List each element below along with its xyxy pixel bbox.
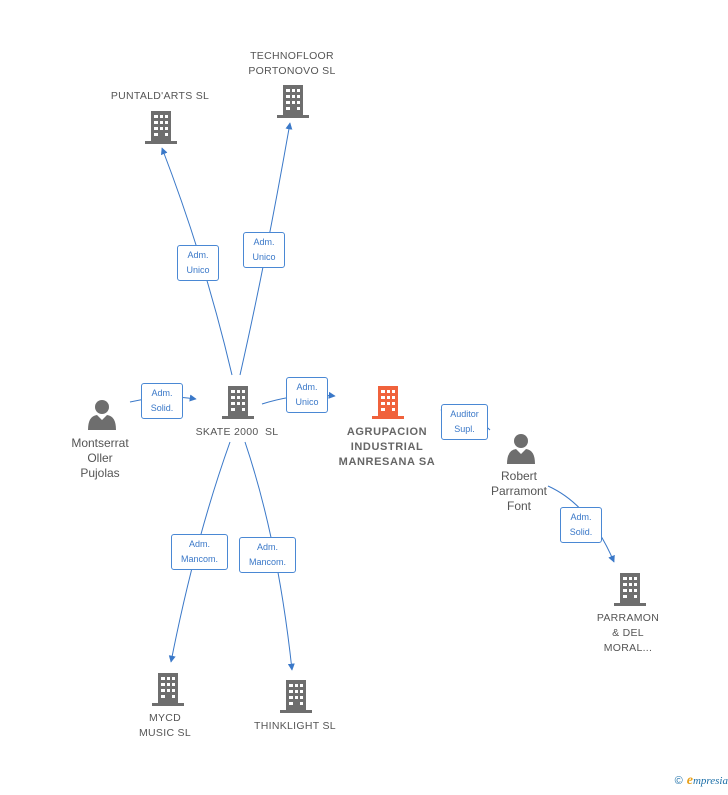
edge-label-line: Adm. (151, 388, 173, 398)
label-line: AGRUPACION (346, 426, 428, 438)
node-label-technofloor[interactable]: TECHNOFLOOR PORTONOVO SL (248, 49, 335, 79)
node-label-mycd[interactable]: MYCD MUSIC SL (139, 711, 191, 741)
label-line: INDUSTRIAL (350, 441, 424, 453)
node-label-montserrat[interactable]: Montserrat Oller Pujolas (71, 436, 128, 481)
node-label-skate[interactable]: SKATE 2000 SL (196, 425, 279, 440)
label-line: MUSIC SL (139, 727, 191, 739)
edge-label-line: Mancom. (180, 554, 218, 564)
node-label-robert[interactable]: Robert Parramont Font (491, 469, 547, 514)
label-line: MYCD (148, 712, 182, 724)
node-label-thinklight[interactable]: THINKLIGHT SL (254, 719, 336, 734)
label-line: PUNTALD'ARTS SL (110, 90, 210, 102)
building-icon[interactable] (145, 111, 177, 144)
edge-label-line: Unico (295, 397, 319, 407)
label-line: Montserrat (71, 436, 129, 450)
edge-label-line: Adm. (570, 512, 592, 522)
label-line: PARRAMON (596, 612, 660, 624)
label-line: SKATE 2000 SL (195, 426, 279, 438)
building-icon-highlighted[interactable] (372, 386, 404, 419)
building-icon[interactable] (614, 573, 646, 606)
node-label-agrupacion[interactable]: AGRUPACION INDUSTRIAL MANRESANA SA (339, 425, 436, 470)
edge-label-line: Adm. (256, 542, 278, 552)
edge-label-line: Solid. (150, 403, 174, 413)
brand-logo-text: mpresia (692, 775, 728, 787)
edge-label-line: Solid. (569, 527, 593, 537)
label-line: MORAL... (603, 642, 653, 654)
edge-label-line: Adm. (253, 237, 275, 247)
label-line: Pujolas (80, 466, 120, 480)
label-line: MANRESANA SA (338, 456, 436, 468)
node-label-parramon[interactable]: PARRAMON & DEL MORAL... (597, 611, 659, 656)
edge-label-skate-puntaldarts[interactable]: Adm. Unico (177, 245, 219, 281)
edge-label-robert-agrupacion[interactable]: Auditor Supl. (441, 404, 488, 440)
label-line: & DEL (612, 627, 644, 639)
edge-label-line: Adm. (296, 382, 318, 392)
building-icon[interactable] (152, 673, 184, 706)
edge-label-skate-technofloor[interactable]: Adm. Unico (243, 232, 285, 268)
brand-footer[interactable]: ©empresia (675, 773, 728, 789)
label-line: Parramont (490, 484, 548, 498)
node-label-puntaldarts[interactable]: PUNTALD'ARTS SL (111, 89, 209, 104)
person-icon[interactable] (507, 434, 535, 464)
label-line: Robert (500, 469, 538, 483)
edges (129, 122, 615, 671)
edge-label-line: Unico (252, 252, 276, 262)
building-icon[interactable] (222, 386, 254, 419)
edge-label-line: Unico (186, 265, 210, 275)
label-line: Font (506, 499, 531, 513)
label-line: THINKLIGHT SL (254, 720, 336, 732)
edge-label-skate-thinklight[interactable]: Adm. Mancom. (239, 537, 296, 573)
edge-label-line: Adm. (187, 250, 209, 260)
edge-label-line: Supl. (454, 424, 475, 434)
edge-label-line: Auditor (450, 409, 479, 419)
brand-logo-initial: e (686, 773, 693, 788)
edge-label-robert-parramon[interactable]: Adm. Solid. (560, 507, 602, 543)
edge-label-skate-agrupacion[interactable]: Adm. Unico (286, 377, 328, 413)
label-line: PORTONOVO SL (248, 65, 336, 77)
edge-label-line: Adm. (188, 539, 210, 549)
building-icon[interactable] (277, 85, 309, 118)
copyright-icon: © (674, 775, 683, 787)
person-icon[interactable] (88, 400, 116, 430)
label-line: TECHNOFLOOR (250, 50, 334, 62)
edge-label-line: Mancom. (248, 557, 286, 567)
edge-label-skate-mycd[interactable]: Adm. Mancom. (171, 534, 228, 570)
building-icon[interactable] (280, 680, 312, 713)
edge-label-montserrat-skate[interactable]: Adm. Solid. (141, 383, 183, 419)
label-line: Oller (87, 451, 113, 465)
